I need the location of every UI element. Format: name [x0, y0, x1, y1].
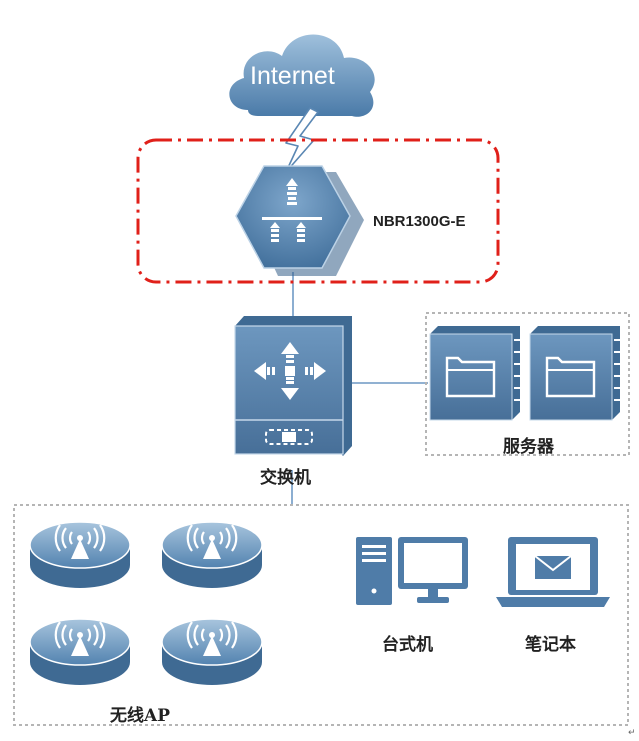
servers-group-frame [425, 312, 630, 456]
wireless-ap-icon [161, 618, 263, 685]
switch-label: 交换机 [260, 468, 311, 488]
laptop-label: 笔记本 [525, 635, 576, 655]
router-label: NBR1300G-E [373, 213, 466, 230]
router-icon [235, 165, 364, 276]
server-icon [429, 326, 520, 421]
laptop-icon [496, 537, 610, 607]
internet-cloud-icon [229, 34, 375, 117]
wireless-ap-icon [161, 521, 263, 588]
switch-icon [234, 316, 352, 456]
internet-label: Internet [250, 62, 335, 90]
wireless-ap-label: 无线AP [110, 706, 170, 726]
lan-group-frame [13, 504, 629, 726]
server-icon [529, 326, 620, 421]
desktop-computer-icon [356, 537, 468, 605]
router-highlight-frame [136, 138, 500, 284]
desktop-label: 台式机 [382, 635, 433, 655]
servers-label: 服务器 [503, 437, 554, 457]
wireless-ap-icon [29, 618, 131, 685]
wireless-ap-icon [29, 521, 131, 588]
paragraph-mark: ↵ [628, 728, 636, 738]
